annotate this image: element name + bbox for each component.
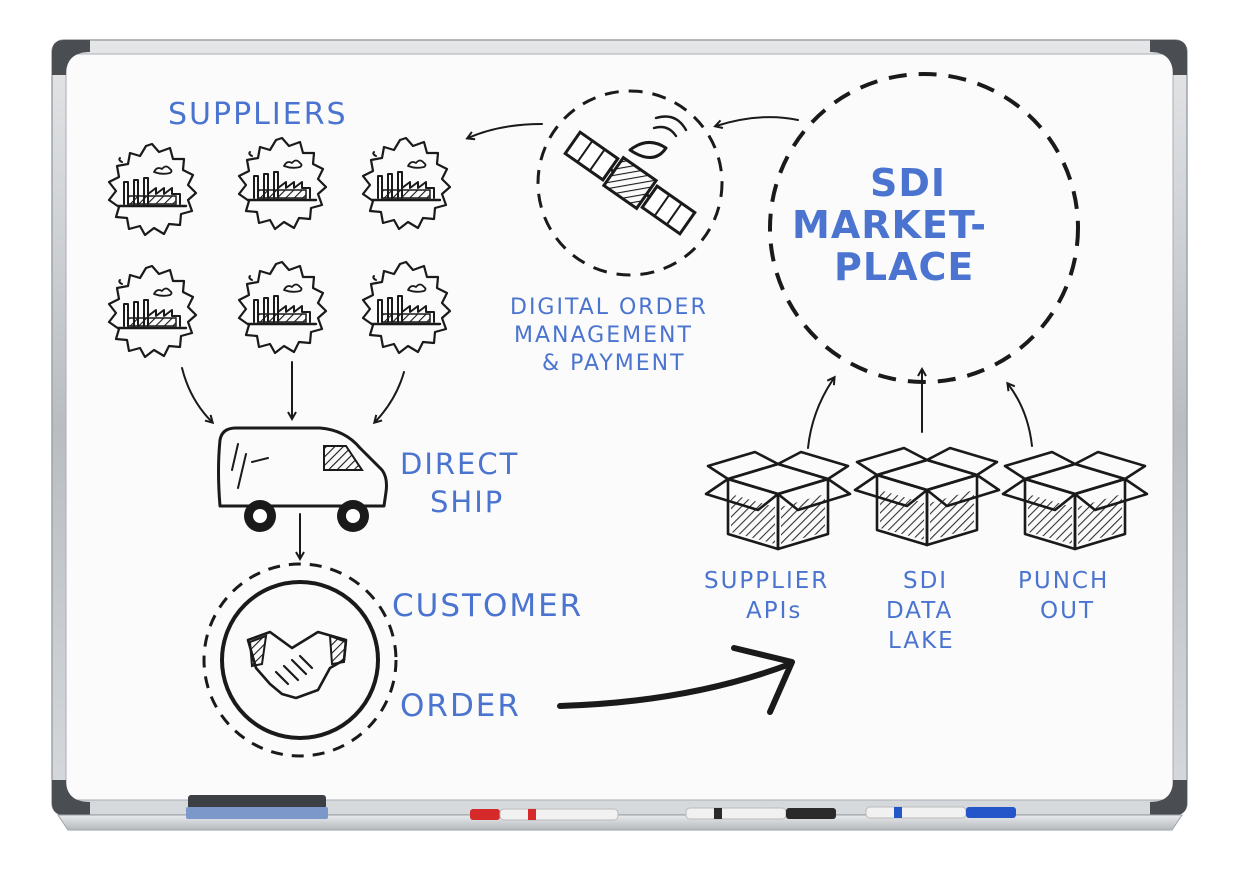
supplier-apis-label-line2: APIs bbox=[746, 598, 802, 624]
marketplace-title-line3: PLACE bbox=[834, 245, 974, 289]
direct-ship-label-line2: SHIP bbox=[430, 485, 504, 519]
order-to-marketplace-arrow bbox=[557, 661, 793, 709]
satellite-icon bbox=[536, 89, 724, 277]
marketplace-title-line1: SDI bbox=[870, 161, 946, 205]
marketplace-title-line2: MARKET- bbox=[792, 203, 987, 247]
order-label: ORDER bbox=[400, 688, 521, 724]
punch-out-label-line1: PUNCH bbox=[1018, 568, 1109, 594]
digital-order-label-line1: DIGITAL ORDER bbox=[510, 295, 708, 320]
customer-label: CUSTOMER bbox=[392, 588, 583, 624]
eraser[interactable] bbox=[186, 795, 328, 819]
sdi-data-lake-label-line1: SDI bbox=[903, 568, 948, 594]
supplier-apis-label-line1: SUPPLIER bbox=[704, 568, 829, 594]
delivery-van-icon bbox=[217, 426, 388, 532]
suppliers-label: SUPPLIERS bbox=[168, 97, 348, 132]
direct-ship-label-line1: DIRECT bbox=[400, 447, 519, 481]
blue-marker[interactable] bbox=[865, 806, 1016, 819]
digital-order-label-line2: MANAGEMENT bbox=[514, 323, 693, 348]
black-marker[interactable] bbox=[685, 807, 836, 820]
marketplace-circle bbox=[768, 72, 1080, 384]
digital-order-label-line3: & PAYMENT bbox=[542, 351, 686, 376]
red-marker[interactable] bbox=[470, 808, 619, 821]
handshake-icon bbox=[202, 562, 398, 758]
sdi-data-lake-label-line3: LAKE bbox=[888, 628, 955, 654]
punch-out-label-line2: OUT bbox=[1040, 598, 1095, 624]
sdi-data-lake-label-line2: DATA bbox=[886, 598, 953, 624]
